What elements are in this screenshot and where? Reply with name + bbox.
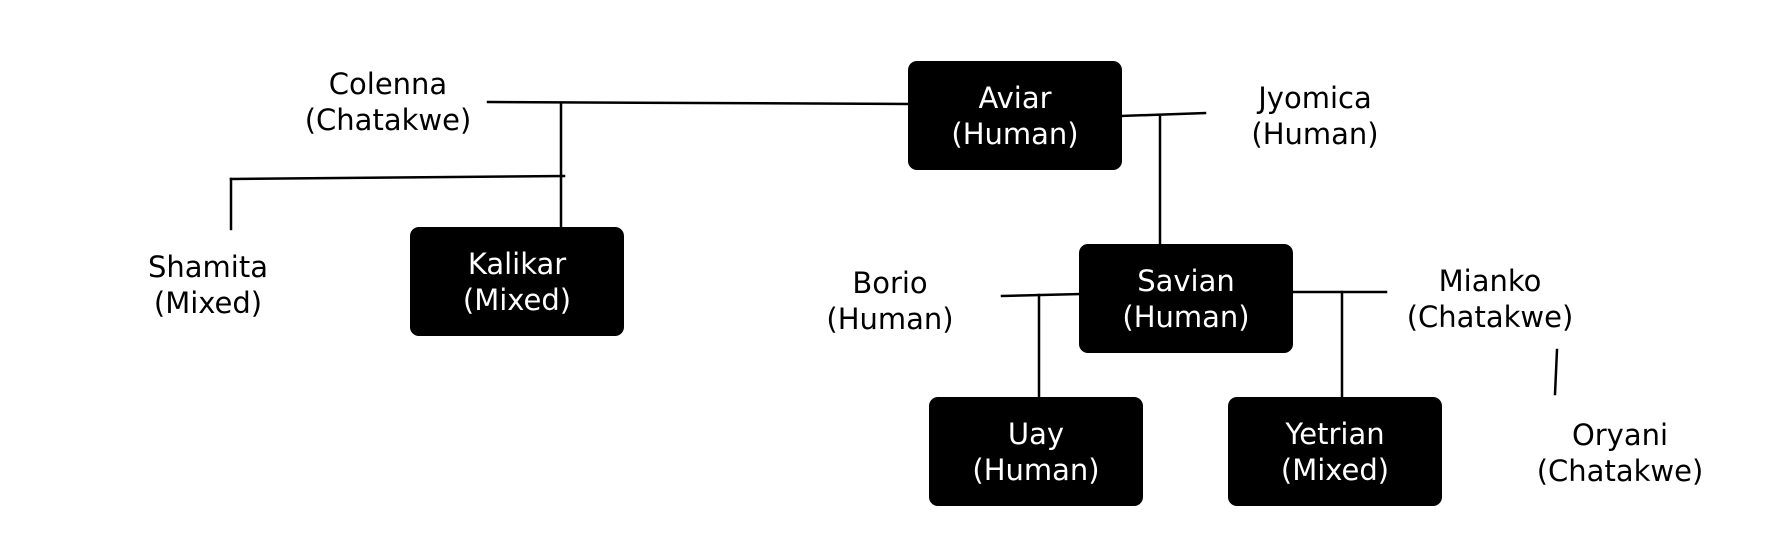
person-name: Shamita — [147, 250, 268, 284]
partner-line-colenna-aviar — [486, 100, 910, 106]
person-name: Jyomica — [1258, 81, 1372, 115]
person-group: (Human) — [1122, 299, 1250, 334]
person-name: Kalikar — [467, 246, 567, 281]
person-group: (Chatakwe) — [304, 103, 472, 137]
person-name: Savian — [1137, 263, 1235, 298]
sibling-bar-kalikar-shamita — [229, 174, 566, 181]
person-group: (Human) — [826, 302, 954, 336]
person-name: Uay — [1007, 416, 1065, 451]
person-node-mianko: Mianko (Chatakwe) — [1390, 259, 1590, 339]
person-name: Yetrian — [1285, 416, 1385, 451]
partner-line-borio-savian — [1000, 292, 1082, 298]
person-group: (Chatakwe) — [1406, 300, 1574, 334]
person-group: (Mixed) — [1280, 452, 1390, 487]
person-node-yetrian: Yetrian (Mixed) — [1228, 397, 1442, 506]
person-node-shamita: Shamita (Mixed) — [118, 245, 298, 325]
person-name: Colenna — [328, 67, 448, 101]
person-group: (Human) — [1251, 117, 1379, 151]
person-node-kalikar: Kalikar (Mixed) — [410, 227, 624, 336]
person-node-oryani: Oryani (Chatakwe) — [1520, 413, 1720, 493]
descent-line-oryani — [1553, 348, 1559, 396]
person-name: Mianko — [1438, 264, 1542, 298]
person-name: Aviar — [978, 80, 1052, 115]
person-node-borio: Borio (Human) — [800, 261, 980, 341]
person-group: (Chatakwe) — [1536, 454, 1704, 488]
person-node-colenna: Colenna (Chatakwe) — [288, 62, 488, 142]
person-node-uay: Uay (Human) — [929, 397, 1143, 506]
person-node-aviar: Aviar (Human) — [908, 61, 1122, 170]
person-name: Oryani — [1571, 418, 1669, 452]
person-group: (Human) — [951, 116, 1079, 151]
person-node-savian: Savian (Human) — [1079, 244, 1293, 353]
person-group: (Human) — [972, 452, 1100, 487]
person-group: (Mixed) — [153, 286, 263, 320]
person-node-jyomica: Jyomica (Human) — [1215, 76, 1415, 156]
partner-line-aviar-jyomica — [1119, 111, 1207, 118]
person-name: Borio — [852, 266, 928, 300]
person-group: (Mixed) — [462, 282, 572, 317]
